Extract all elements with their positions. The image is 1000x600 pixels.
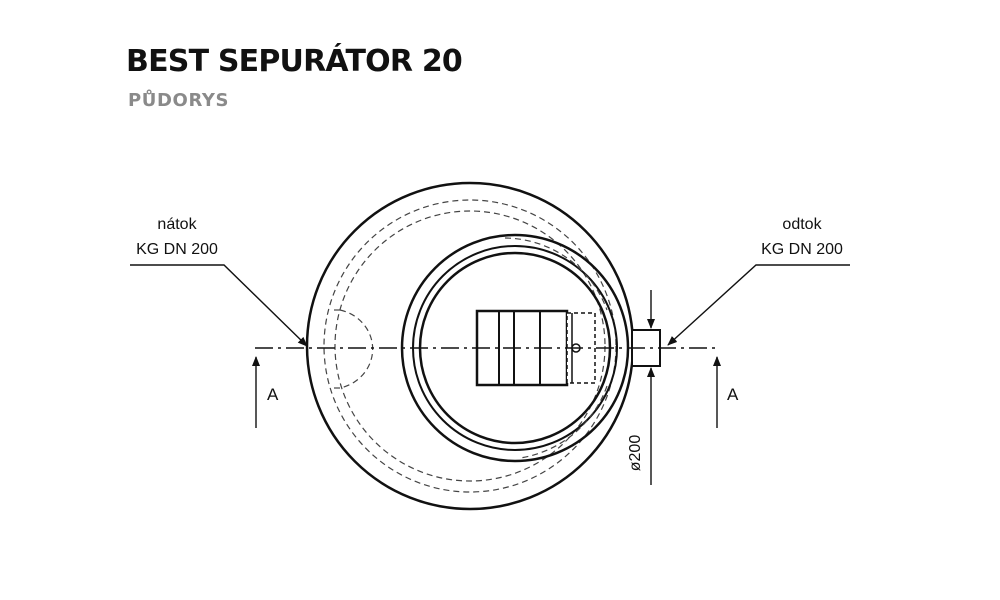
page-subtitle: PŮDORYS xyxy=(128,90,230,111)
outlet-label-line2: KG DN 200 xyxy=(761,241,843,258)
inlet-leader-line xyxy=(130,264,308,347)
outlet-leader-line xyxy=(667,264,850,346)
manhole-dashed-arc xyxy=(504,237,608,311)
inlet-label-line1: nátok xyxy=(157,216,197,233)
page-title: BEST SEPURÁTOR 20 xyxy=(126,44,463,79)
section-label-right: A xyxy=(727,385,739,404)
filter-block xyxy=(475,309,569,387)
outlet-label-line1: odtok xyxy=(782,216,822,233)
inlet-baffle-dashed xyxy=(339,309,374,389)
inlet-label-line2: KG DN 200 xyxy=(136,241,218,258)
inner-tank-wall-dashed-2 xyxy=(334,210,606,482)
diameter-label: ø200 xyxy=(627,435,644,472)
section-label-left: A xyxy=(267,385,279,404)
manhole-dashed-arc-2 xyxy=(519,385,608,459)
